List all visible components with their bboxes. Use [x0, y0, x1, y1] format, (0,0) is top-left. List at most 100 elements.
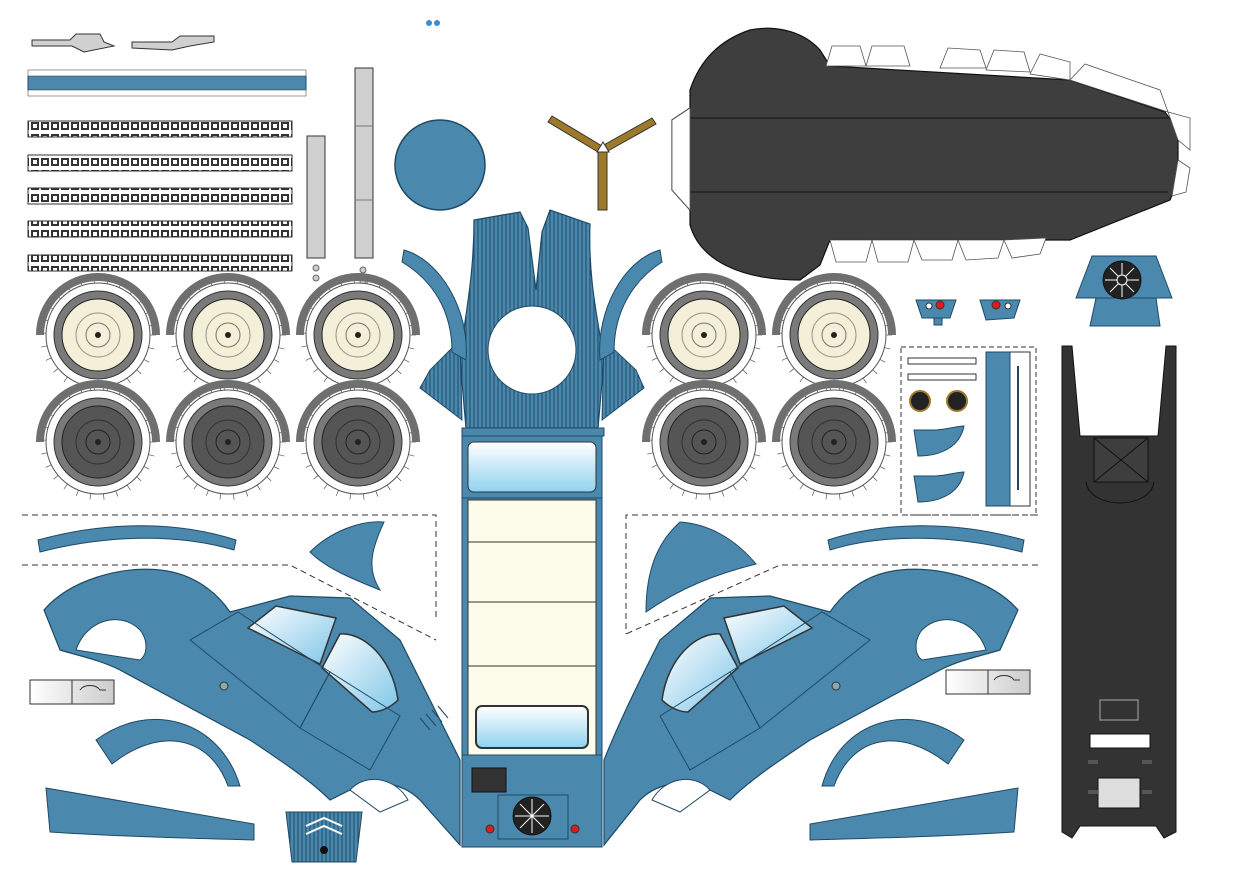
- body-side-right[interactable]: [603, 568, 1019, 847]
- front-fender-right[interactable]: [599, 249, 663, 361]
- tab-line: [41, 452, 48, 455]
- hub-ring: [205, 419, 251, 465]
- wheel-piece-9[interactable]: [642, 380, 766, 500]
- tab-line: [256, 377, 261, 384]
- tread-strip-2[interactable]: [27, 154, 293, 172]
- tab-line: [651, 357, 658, 361]
- tab-line: [742, 369, 748, 375]
- tire-arc: [642, 380, 766, 443]
- hub-center: [225, 332, 231, 338]
- tab-line: [136, 476, 142, 482]
- tab-line: [148, 454, 155, 457]
- gray-strip-long[interactable]: [354, 67, 374, 286]
- door-handle-icon: [831, 681, 841, 691]
- wheel-piece-7[interactable]: [166, 380, 290, 500]
- skirt-left[interactable]: [45, 787, 255, 841]
- wheel-piece-4[interactable]: [642, 273, 766, 393]
- center-body-piece[interactable]: [419, 209, 645, 848]
- headlamp-left[interactable]: [909, 390, 931, 412]
- bumper-strip-left[interactable]: [31, 33, 116, 53]
- running-board-left[interactable]: [37, 525, 237, 553]
- tread-strip-5[interactable]: [27, 254, 293, 272]
- tab-line: [53, 475, 59, 480]
- headlamp-mount-1[interactable]: [913, 425, 965, 457]
- headlamp-mount-2[interactable]: [913, 471, 965, 503]
- front-grille-piece[interactable]: [285, 811, 363, 863]
- tab-line: [695, 493, 698, 500]
- tread-strip-1[interactable]: [27, 120, 293, 138]
- tire-arc: [36, 273, 160, 336]
- front-grille-top-piece[interactable]: [1075, 255, 1173, 327]
- wheel-piece-10[interactable]: [772, 380, 896, 500]
- hub-center: [95, 439, 101, 445]
- tire-arc: [296, 273, 420, 336]
- tire-tread-strips: [27, 120, 293, 272]
- tab-line: [41, 345, 48, 348]
- headlamp-right[interactable]: [946, 390, 968, 412]
- wheel-arch-right[interactable]: [821, 718, 965, 787]
- tab-line: [219, 493, 222, 500]
- tab-line: [811, 490, 815, 496]
- chrome-trim-left[interactable]: [29, 679, 115, 705]
- front-fender-left[interactable]: [401, 249, 467, 361]
- tab-line: [884, 454, 891, 457]
- body-side-left[interactable]: [43, 568, 461, 847]
- fold-guide-right: [625, 514, 1038, 635]
- wheel-arch-left[interactable]: [95, 718, 241, 787]
- rear-wing-left[interactable]: [309, 521, 385, 592]
- chrome-trim-right[interactable]: [945, 669, 1031, 695]
- tab-line: [305, 464, 312, 468]
- wheel-piece-1[interactable]: [36, 273, 160, 393]
- bumper-bar-2[interactable]: [907, 373, 977, 381]
- headlamp-icon: [946, 390, 968, 412]
- tread-strip-4[interactable]: [27, 220, 293, 238]
- hub-ring: [205, 312, 251, 358]
- wheel-piece-6[interactable]: [36, 380, 160, 500]
- tab-line: [205, 490, 209, 496]
- blue-disc-piece[interactable]: [394, 119, 486, 211]
- hub-ring: [681, 419, 727, 465]
- tab-line: [143, 466, 150, 470]
- hub-ring: [811, 419, 857, 465]
- tab-line: [789, 475, 795, 480]
- tab-line: [115, 490, 119, 497]
- wheel-piece-5[interactable]: [772, 273, 896, 393]
- tail-lamp-left[interactable]: [915, 299, 957, 326]
- hub-inner-ring: [821, 429, 847, 455]
- skirt-right[interactable]: [809, 787, 1019, 841]
- bumper-bar-1[interactable]: [907, 357, 977, 365]
- small-dots-piece[interactable]: [426, 20, 440, 26]
- wooden-crank-piece[interactable]: [547, 115, 657, 211]
- hub-center: [701, 439, 707, 445]
- rear-wing-right[interactable]: [645, 521, 757, 613]
- tab-line: [45, 357, 52, 361]
- wheel-piece-2[interactable]: [166, 273, 290, 393]
- tab-line: [789, 368, 795, 373]
- hub-ring: [335, 312, 381, 358]
- tab-line: [126, 484, 131, 491]
- windshield-glass: [467, 441, 597, 493]
- tab-line: [884, 347, 891, 350]
- tread-strip-3[interactable]: [27, 187, 293, 205]
- tab-line: [45, 464, 52, 468]
- tab-line: [301, 452, 308, 455]
- wheel-piece-3[interactable]: [296, 273, 420, 393]
- wheel-piece-8[interactable]: [296, 380, 420, 500]
- tab-line: [171, 452, 178, 455]
- tab-line: [273, 359, 280, 363]
- tail-lamp-right[interactable]: [979, 299, 1021, 321]
- running-board-right[interactable]: [827, 525, 1025, 553]
- tab-line: [313, 475, 319, 480]
- bumper-strip-right[interactable]: [131, 35, 215, 51]
- roof-canvas-piece[interactable]: [671, 27, 1191, 281]
- tab-line: [305, 357, 312, 361]
- rear-window-glass: [475, 705, 589, 749]
- side-window-left-front: [321, 633, 399, 713]
- tab-line: [183, 368, 189, 373]
- chassis-piece[interactable]: [1061, 345, 1177, 839]
- tab-line: [193, 376, 198, 383]
- tab-line: [777, 345, 784, 348]
- gray-strip-short[interactable]: [306, 135, 326, 282]
- blue-trim-strip[interactable]: [27, 69, 307, 97]
